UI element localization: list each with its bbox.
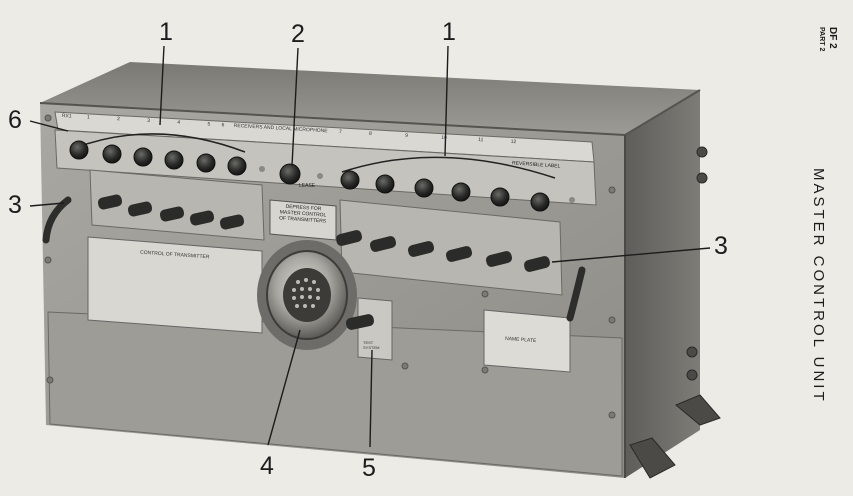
- receiver-knob-4[interactable]: [164, 150, 184, 170]
- lower-panel: [47, 311, 623, 477]
- test-switch-plate: [345, 297, 393, 361]
- handles: [42, 196, 586, 322]
- chassis-side: [625, 90, 700, 478]
- strip-item-8: 7: [338, 128, 342, 136]
- callout-1-left: 1: [159, 18, 173, 46]
- name-plate: [483, 309, 571, 373]
- toggle-switch-6[interactable]: [335, 229, 363, 247]
- strip-item-5: 5: [207, 121, 211, 128]
- strip-item-10: 9: [404, 132, 409, 139]
- receiver-knob-8[interactable]: [375, 174, 395, 194]
- switch-plate-line-1: TEST: [363, 340, 374, 345]
- right-switch-bank: [335, 199, 563, 296]
- doc-id-main: DF 2: [827, 27, 838, 49]
- callout-3-left: 3: [8, 191, 22, 219]
- leader-lines: [29, 45, 711, 448]
- toggle-switch-9[interactable]: [445, 245, 473, 263]
- receiver-knob-3[interactable]: [133, 147, 153, 167]
- strip-item-1: 1: [86, 114, 90, 121]
- test-toggle-switch[interactable]: [345, 313, 375, 331]
- toggle-switch-10[interactable]: [485, 250, 513, 268]
- receiver-knob-11[interactable]: [490, 187, 510, 207]
- callout-1-right: 1: [442, 18, 456, 46]
- toggle-switch-3[interactable]: [159, 206, 185, 223]
- strip-item-11: 10: [441, 134, 448, 142]
- strip-item-2: 2: [116, 116, 120, 123]
- receiver-knob-5[interactable]: [196, 153, 216, 173]
- page-title: MASTER CONTROL UNIT: [810, 168, 827, 404]
- control-of-transmitter-plate: [87, 236, 263, 334]
- toggle-switch-7[interactable]: [369, 235, 397, 253]
- callout-2: 2: [291, 20, 305, 48]
- strip-item-6: 6: [221, 122, 225, 129]
- strip-item-13: 12: [510, 138, 517, 146]
- callout-3-right: 3: [714, 232, 728, 260]
- callout-4: 4: [260, 452, 274, 480]
- strip-item-4: 4: [177, 119, 181, 126]
- doc-id-part: PART 2: [818, 27, 825, 52]
- receiver-knob-12[interactable]: [530, 192, 550, 212]
- strip-item-3: 3: [146, 117, 151, 125]
- toggle-switch-8[interactable]: [407, 240, 435, 258]
- receiver-panel: [54, 129, 597, 212]
- strip-item-0: RX1: [61, 113, 72, 120]
- receiver-knob-7[interactable]: [340, 170, 360, 190]
- left-handle[interactable]: [42, 196, 72, 244]
- receiver-knob-1[interactable]: [69, 140, 89, 160]
- multi-pin-connector[interactable]: [257, 240, 357, 350]
- strip-item-9: 8: [368, 130, 373, 137]
- side-fittings: [629, 146, 721, 479]
- callout-5: 5: [362, 454, 376, 482]
- toggle-switch-1[interactable]: [97, 194, 123, 211]
- switch-plate-line-2: SYSTEM: [363, 345, 380, 350]
- toggle-switch-2[interactable]: [127, 201, 153, 218]
- toggle-switch-11[interactable]: [523, 255, 551, 273]
- panel-screws: [44, 114, 616, 419]
- doc-id: DF 2 PART 2: [816, 27, 838, 51]
- receiver-knob-9[interactable]: [414, 178, 434, 198]
- chassis-top: [40, 62, 700, 135]
- switch-plate-text: TEST SYSTEM: [363, 340, 379, 350]
- release-knob[interactable]: [279, 163, 301, 185]
- toggle-switch-4[interactable]: [189, 210, 215, 227]
- callout-6: 6: [8, 106, 22, 134]
- left-switch-bank: [89, 169, 265, 241]
- depress-plate: [269, 199, 337, 241]
- receiver-knob-2[interactable]: [102, 144, 122, 164]
- receiver-knob-10[interactable]: [451, 182, 471, 202]
- strip-item-12: 11: [477, 137, 484, 144]
- release-label: LEASE: [299, 183, 316, 189]
- right-handle[interactable]: [566, 266, 586, 322]
- toggle-switch-5[interactable]: [219, 214, 245, 231]
- receiver-knob-6[interactable]: [227, 156, 247, 176]
